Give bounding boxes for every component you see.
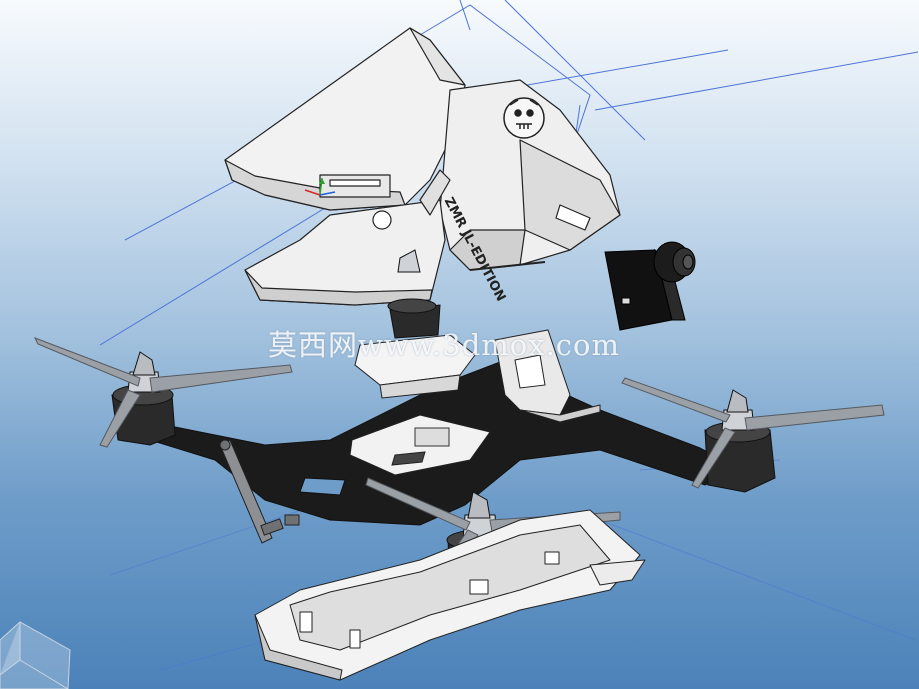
axis-triad-icon	[304, 177, 336, 196]
motor-front-left[interactable]	[111, 351, 176, 446]
watermark-text: 莫西网www.3dmox.com	[268, 328, 620, 362]
propeller-blade[interactable]	[99, 389, 141, 448]
skull-logo-icon	[503, 97, 545, 139]
antenna[interactable]	[219, 439, 300, 544]
view-cube-icon[interactable]	[0, 621, 71, 689]
propeller-blade[interactable]	[149, 364, 293, 393]
guide-line	[99, 204, 331, 346]
guide-line	[459, 0, 471, 31]
guide-line	[599, 519, 916, 641]
guide-line	[419, 4, 591, 141]
guide-line	[504, 0, 646, 141]
motor-rear-center[interactable]	[387, 249, 441, 339]
guide-line	[594, 51, 919, 111]
propeller-blade[interactable]	[691, 427, 736, 489]
propeller-blade[interactable]	[744, 404, 885, 431]
bottom-tray[interactable]	[254, 509, 646, 681]
flight-controller[interactable]	[349, 329, 601, 476]
motor-front-right[interactable]	[704, 389, 776, 493]
propeller-blade[interactable]	[621, 377, 731, 423]
propeller-blade[interactable]	[33, 337, 141, 387]
fpv-camera[interactable]	[604, 241, 696, 331]
goggle-housing[interactable]	[224, 27, 621, 306]
propeller-blade[interactable]	[365, 477, 471, 531]
